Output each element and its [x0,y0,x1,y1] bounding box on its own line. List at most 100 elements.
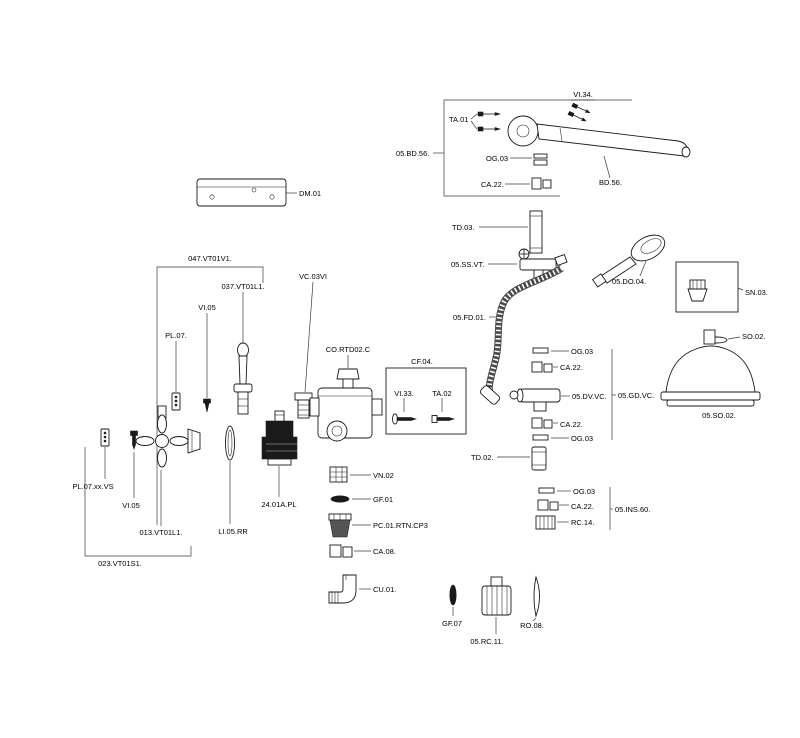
part-pipe-td02 [531,446,547,471]
label-ca22-arm: CA.22. [481,180,504,189]
label-ta02: TA.02 [432,389,451,398]
label-bd56: BD.56. [599,178,622,187]
label-vt01l1-top: 037.VT01L1. [222,282,265,291]
bracket-vt01v1 [156,266,264,525]
part-diverter-dv-vc [509,388,561,412]
part-screw-ta02 [431,415,456,423]
part-ca22-gd-bot [531,417,553,429]
label-vi05-top: VI.05 [198,303,216,312]
label-td02: TD.02. [471,453,494,462]
label-gf07: GF.07 [442,619,462,628]
part-elbow-cu01 [328,574,357,604]
leader-vc03vi [304,281,314,393]
part-vn02 [329,466,348,483]
part-og03-gd-top [532,347,549,354]
part-spray-sn03 [687,279,708,302]
label-sn03: SN.03. [745,288,768,297]
part-shower-arm [507,115,691,158]
part-gasket-gf01 [330,495,350,503]
label-ca22-gd-bot: CA.22. [560,420,583,429]
label-so02: SO.02. [742,332,765,341]
label-so02-head: 05.SO.02. [702,411,736,420]
label-og03-gd-top: OG.03 [571,347,593,356]
group-box-sn03 [675,261,739,313]
label-vt01v1: 047.VT01V1. [188,254,232,263]
part-valve-body [309,368,383,442]
part-cross-handle [135,405,201,468]
label-dv-vc: 05.DV.VC. [572,392,607,401]
label-pl07: PL.07. [165,331,187,340]
label-vn02: VN.02 [373,471,394,480]
part-handshower [591,234,666,288]
label-vt01s1: 023.VT01S1. [98,559,142,568]
part-screw-vi05-left [130,430,138,450]
label-bd56-group: 05.BD.56. [396,149,429,158]
leader-bd56 [603,155,611,179]
label-fd01: 05.FD.01. [453,313,486,322]
leader-ta01-b [470,120,478,130]
part-screws-ta01 [477,111,502,132]
label-og03-arm: OG.03 [486,154,508,163]
part-aerator-pc01 [328,513,352,538]
label-co-rtd02c: CO.RTD02.C [326,345,371,354]
label-gd-vc: 05.GD.VC. [618,391,654,400]
label-og03-gd-bot: OG.03 [571,434,593,443]
part-screw-vi05-top [203,398,211,413]
part-hose [480,265,564,405]
part-og03-ins [538,487,555,494]
part-og03-arm [533,153,548,166]
label-og03-ins: OG.03 [573,487,595,496]
part-plate-pl07 [171,392,181,411]
part-ca22-gd-top [531,361,553,373]
label-cu01: CU.01. [373,585,396,594]
label-dm01: DM.01 [299,189,321,198]
label-ta01: TA.01 [449,115,468,124]
part-pipe-td03 [529,210,543,254]
label-ca22-ins: CA.22. [571,502,594,511]
leader-ta01-a [470,113,478,120]
part-cover-ro08 [533,575,540,618]
label-do04: 05.DO.04. [612,277,646,286]
label-vi33: VI.33. [394,389,414,398]
leader-sn03 [737,287,744,291]
label-ss-vt: 05.SS.VT. [451,260,484,269]
leader-do04 [639,260,647,277]
label-vt01l1-bottom: 013.VT01L1. [140,528,183,537]
leader-so02 [727,336,741,340]
label-li05rr: LI.05.RR [218,527,248,536]
label-rc11: 05.RC.11. [470,637,503,646]
label-gf01: GF.01 [373,495,393,504]
leader-ro08 [532,617,537,622]
part-screw-vi33 [392,413,418,425]
part-connector-rc11 [481,576,512,616]
part-og03-gd-bot [532,434,549,441]
part-showerhead [660,329,761,407]
group-box-cf04 [385,367,467,435]
part-cartridge [261,410,298,466]
label-ca22-gd-top: CA.22. [560,363,583,372]
label-vi05-left: VI.05 [122,501,140,510]
label-cartridge: 24.01A.PL [261,500,296,509]
part-valve-vc03vi [294,392,313,419]
part-wall-bracket [196,178,297,207]
part-ca08 [329,544,353,558]
part-gasket-gf07 [449,584,457,606]
part-plate-pl07xx [100,428,110,447]
part-ca22-ins [537,499,559,511]
part-lever-handle [233,342,253,415]
bracket-vt01s1 [84,447,192,557]
label-vc03vi: VC.03VI [299,272,327,281]
part-rc14 [535,515,556,530]
label-ro08: RO.08. [520,621,544,630]
label-pc01: PC.01.RTN.CP3 [373,521,428,530]
label-ins60: 05.INS.60. [615,505,650,514]
label-cf04: CF.04. [411,357,433,366]
part-screws-vi34 [567,102,591,122]
bracket-bd56-group [443,99,632,197]
part-ring-li05rr [225,425,235,461]
label-pl07xxvs: PL.07.xx.VS [72,482,113,491]
label-rc14: RC.14. [571,518,594,527]
